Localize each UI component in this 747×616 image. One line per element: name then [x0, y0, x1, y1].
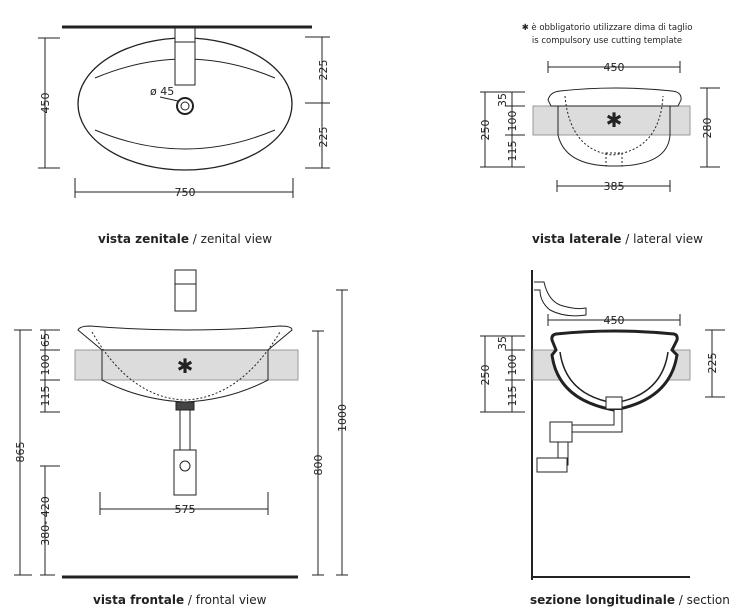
lateral-d3-label: 115	[506, 141, 519, 162]
frontal-view	[14, 269, 348, 579]
asterisk-mark: ✱	[177, 354, 194, 378]
caption-lateral: vista laterale / lateral view	[532, 232, 703, 246]
frontal-d2-label: 100	[39, 355, 52, 376]
caption-zenital: vista zenitale / zenital view	[98, 232, 273, 246]
zenital-upper-label: 225	[317, 60, 330, 81]
caption-it: vista laterale	[532, 232, 622, 246]
caption-frontal: vista frontale / frontal view	[93, 593, 267, 607]
section-view	[480, 270, 725, 580]
caption-en: lateral view	[633, 232, 703, 246]
lateral-view	[480, 61, 720, 192]
frontal-d3-label: 115	[39, 386, 52, 407]
frontal-floor-label: 380- 420	[39, 496, 52, 545]
section-right-label: 225	[706, 353, 719, 374]
lateral-d1-label: 35	[496, 93, 509, 107]
cutting-template-note-en: is compulsory use cutting template	[531, 36, 683, 46]
caption-en: section	[686, 593, 730, 607]
caption-en: zenital view	[200, 232, 273, 246]
section-total-label: 250	[479, 365, 492, 386]
zenital-lower-label: 225	[317, 127, 330, 148]
asterisk-icon: ✱	[521, 23, 529, 33]
asterisk-mark: ✱	[606, 108, 623, 132]
zenital-view	[38, 25, 330, 198]
zenital-width-label: 750	[175, 186, 196, 199]
frontal-total-label: 865	[14, 442, 27, 463]
caption-section: sezione longitudinale / section	[530, 593, 730, 607]
lateral-right-label: 280	[701, 118, 714, 139]
caption-it: sezione longitudinale	[530, 593, 675, 607]
section-top-width-label: 450	[604, 314, 625, 327]
caption-en: frontal view	[195, 593, 267, 607]
zenital-height-label: 450	[39, 93, 52, 114]
caption-it: vista frontale	[93, 593, 185, 607]
lateral-bottom-width-label: 385	[604, 180, 625, 193]
section-d1-label: 35	[496, 336, 509, 350]
note-line-1: è obbligatorio utilizzare dima di taglio	[531, 23, 693, 33]
section-d2-label: 100	[506, 355, 519, 376]
frontal-800-label: 800	[312, 455, 325, 476]
frontal-d1-label: 65	[39, 333, 52, 347]
lateral-top-width-label: 450	[604, 61, 625, 74]
lateral-d2-label: 100	[506, 111, 519, 132]
drain-diameter-label: ø 45	[150, 85, 174, 98]
frontal-1000-label: 1000	[336, 404, 349, 432]
frontal-width-label: 575	[175, 503, 196, 516]
section-d3-label: 115	[506, 386, 519, 407]
caption-it: vista zenitale	[98, 232, 189, 246]
cutting-template-note-it: ✱ è obbligatorio utilizzare dima di tagl…	[492, 23, 722, 33]
lateral-total-label: 250	[479, 120, 492, 141]
